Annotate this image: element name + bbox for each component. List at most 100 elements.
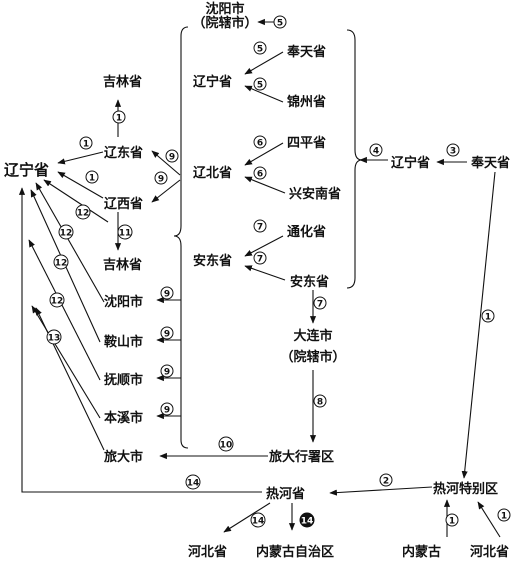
mark-8: 8: [313, 394, 327, 408]
node-jinzhou: 锦州省: [287, 94, 326, 110]
svg-text:9: 9: [164, 405, 170, 415]
svg-text:1: 1: [83, 139, 89, 149]
mark-4: 4: [369, 143, 383, 157]
mark-5-b: 5: [253, 41, 267, 55]
braces: [173, 26, 363, 449]
svg-text:7: 7: [257, 254, 263, 264]
node-neimenggu-auto: 内蒙古自治区: [256, 544, 334, 560]
arrow-fushun-liaoning: [28, 239, 101, 381]
svg-text:14: 14: [187, 478, 200, 488]
arrow-fengtian-liaoning: [244, 51, 284, 75]
svg-text:7: 7: [257, 222, 263, 232]
node-lvda-office: 旅大行署区: [269, 449, 334, 465]
mark-6-a: 6: [253, 135, 267, 149]
svg-text:12: 12: [60, 228, 73, 238]
node-dalian-note: （院辖市）: [280, 349, 345, 365]
arrow-liaodong-liaoning: [57, 151, 104, 165]
node-hebei-left: 河北省: [188, 544, 227, 560]
circled-numbers: 5 5 5 6 6 7 7 7 8 10 4 3 1 2 1 1 14 14 1…: [46, 15, 511, 528]
svg-text:6: 6: [257, 138, 263, 148]
svg-text:14: 14: [301, 516, 314, 526]
node-liaodong: 辽东省: [104, 145, 143, 161]
arrow-rehe-hebei: [223, 502, 271, 533]
mark-14-c: 14: [299, 512, 315, 528]
node-fengtian-mid: 奉天省: [286, 44, 326, 60]
node-liaoning-mid: 辽宁省: [193, 74, 232, 90]
mark-14-a: 14: [185, 474, 201, 490]
arrow-tonghua-andong: [244, 235, 284, 257]
svg-text:9: 9: [164, 367, 170, 377]
svg-text:7: 7: [317, 299, 323, 309]
arrow-bracket-liaodong: [151, 150, 181, 176]
mark-13: 13: [46, 329, 62, 345]
node-benxi-city: 本溪市: [104, 410, 143, 426]
mark-6-b: 6: [253, 166, 267, 180]
mark-9-ld: 9: [165, 149, 179, 163]
node-shenyang-top: 沈阳市: [205, 1, 244, 17]
svg-text:12: 12: [51, 296, 64, 306]
node-fushun-city: 抚顺市: [104, 372, 143, 388]
arrow-lvda-liaoning: [35, 307, 105, 451]
node-liaoxi: 辽西省: [104, 196, 143, 212]
mark-1-ld: 1: [79, 136, 93, 150]
node-shenyang-city: 沈阳市: [104, 294, 143, 310]
mark-5-c: 5: [253, 77, 267, 91]
mark-1-right: 1: [481, 309, 495, 323]
svg-text:1: 1: [485, 312, 491, 322]
arrow-bracket-liaoxi: [151, 179, 181, 203]
svg-text:1: 1: [116, 113, 122, 123]
node-labels: 沈阳市 （院辖市） 奉天省 辽宁省 锦州省 四平省 辽北省 兴安南省 通化省 安…: [4, 1, 510, 560]
mark-14-b: 14: [250, 512, 266, 528]
node-fengtian-right: 奉天省: [470, 155, 510, 171]
mark-12-c: 12: [53, 254, 69, 270]
node-andong-mid: 安东省: [193, 253, 232, 269]
mark-11: 11: [117, 224, 133, 240]
arrow-liaoxi-liaoning: [57, 171, 104, 199]
mark-5-a: 5: [273, 15, 287, 29]
node-tonghua: 通化省: [287, 224, 326, 240]
svg-text:11: 11: [119, 228, 132, 238]
arrow-jinzhou-liaoning: [244, 85, 284, 103]
arrow-lines: [18, 18, 501, 538]
mark-7-c: 7: [313, 296, 327, 310]
node-liaobei: 辽北省: [193, 165, 232, 181]
node-andong-src: 安东省: [290, 274, 329, 290]
mark-9-fs: 9: [160, 364, 174, 378]
svg-text:3: 3: [450, 146, 456, 156]
mark-9-lx: 9: [154, 171, 168, 185]
svg-text:13: 13: [48, 333, 61, 343]
node-xinganan: 兴安南省: [289, 186, 341, 202]
mark-9-sy: 9: [160, 286, 174, 300]
mark-9-as: 9: [160, 326, 174, 340]
arrow-benxi-liaoning: [31, 305, 101, 419]
svg-text:1: 1: [89, 173, 95, 183]
svg-text:14: 14: [252, 516, 265, 526]
arrow-xinganan-liaobei: [244, 176, 286, 194]
svg-text:2: 2: [383, 476, 389, 486]
arrow-shenyang-liaoning: [35, 182, 105, 303]
mark-1-nm: 1: [445, 513, 459, 527]
mark-1-hb: 1: [497, 508, 511, 522]
svg-text:6: 6: [257, 169, 263, 179]
svg-text:9: 9: [164, 289, 170, 299]
right-brace: [346, 29, 363, 289]
arrow-jilin-liaoning: [43, 179, 109, 223]
mark-10: 10: [218, 436, 234, 452]
mark-12-b: 12: [58, 224, 74, 240]
arrow-andong-andong: [244, 265, 286, 281]
mark-1-lx: 1: [85, 170, 99, 184]
mark-1-jilin: 1: [112, 110, 126, 124]
mark-9-bx: 9: [160, 402, 174, 416]
node-jilin-bottom: 吉林省: [103, 257, 142, 273]
svg-text:1: 1: [449, 516, 455, 526]
mark-3: 3: [446, 143, 460, 157]
svg-text:9: 9: [158, 174, 164, 184]
arrow-fengtian-rehespecial: [461, 171, 496, 479]
svg-text:8: 8: [317, 397, 323, 407]
node-hebei-right: 河北省: [470, 544, 509, 560]
svg-text:5: 5: [277, 18, 283, 28]
node-neimenggu: 内蒙古: [402, 544, 441, 560]
arrow-rehe-liaoning-left: [18, 187, 262, 493]
mark-7-a: 7: [253, 219, 267, 233]
